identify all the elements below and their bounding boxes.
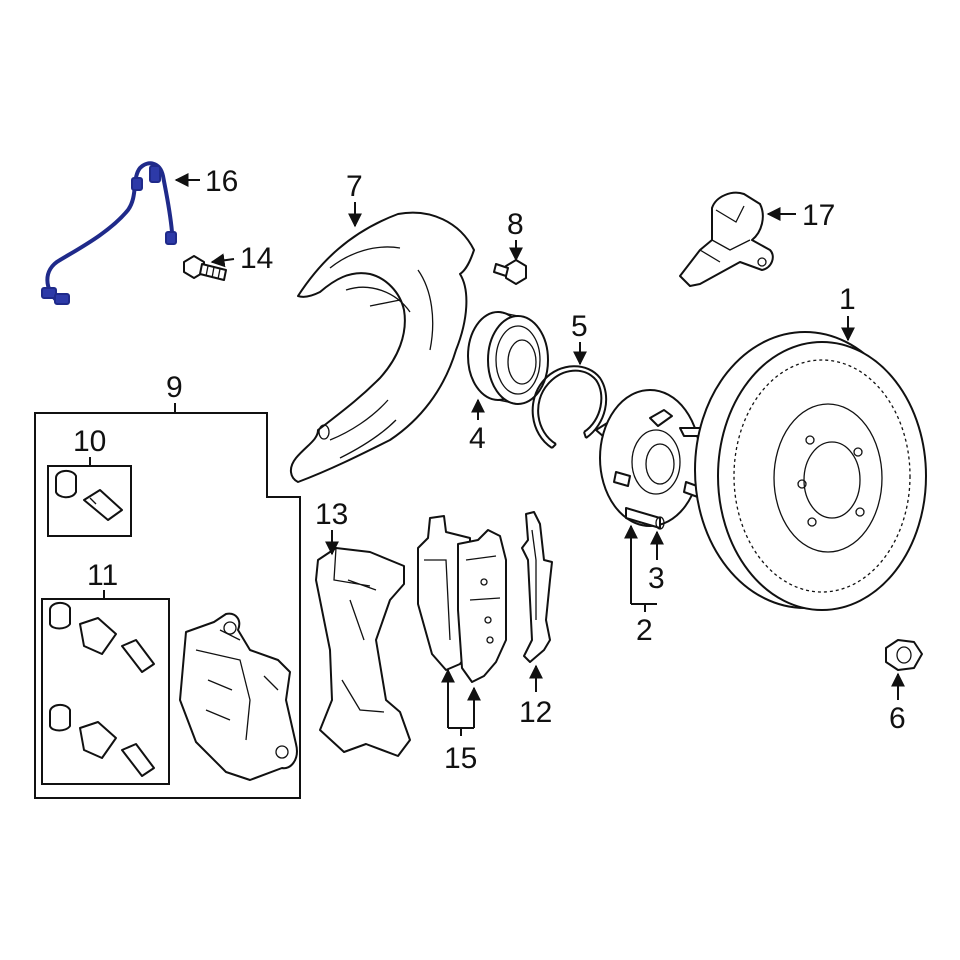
- callout-12-label: 12: [519, 696, 552, 729]
- callout-4-label: 4: [469, 422, 486, 455]
- guide-pin-kit-part-10[interactable]: [47, 465, 132, 537]
- callout-4: 4: [469, 398, 486, 455]
- callout-17: 17: [766, 199, 835, 232]
- callout-14: 14: [210, 242, 273, 275]
- nut-part-6[interactable]: [885, 639, 923, 671]
- brake-pads-part-15[interactable]: [417, 515, 507, 683]
- callout-11: 11: [87, 559, 118, 599]
- callout-15: 15: [441, 668, 481, 775]
- callout-8-label: 8: [507, 208, 524, 241]
- guide-pin-kit-part-11[interactable]: [41, 598, 170, 785]
- callout-8: 8: [507, 208, 524, 262]
- callout-16: 16: [174, 165, 238, 198]
- callout-3: 3: [648, 530, 665, 595]
- callout-6: 6: [889, 672, 906, 735]
- anti-rattle-clip-part-12[interactable]: [521, 511, 553, 663]
- callout-9-label: 9: [166, 371, 183, 404]
- callout-1-label: 1: [839, 283, 856, 316]
- brake-hose-part-16[interactable]: [41, 161, 177, 305]
- abs-sensor-part-17[interactable]: [679, 191, 774, 287]
- caliper-bracket-part-13[interactable]: [315, 547, 411, 757]
- callout-15-label: 15: [444, 742, 477, 775]
- callout-17-label: 17: [802, 199, 835, 232]
- callout-2: 2: [624, 524, 657, 647]
- callout-13: 13: [315, 498, 348, 556]
- callout-11-label: 11: [87, 559, 118, 592]
- callout-12: 12: [519, 664, 552, 729]
- callout-7: 7: [346, 170, 363, 228]
- splash-shield-part-7[interactable]: [290, 211, 475, 483]
- bolt-part-14[interactable]: [183, 255, 227, 281]
- callout-7-label: 7: [346, 170, 363, 203]
- brake-rotor-part-1[interactable]: [694, 331, 927, 611]
- callout-5-label: 5: [571, 310, 588, 343]
- wheel-bearing-part-4[interactable]: [467, 311, 549, 405]
- callout-3-label: 3: [648, 562, 665, 595]
- caliper-body[interactable]: [179, 612, 298, 781]
- callout-6-label: 6: [889, 702, 906, 735]
- caliper-kit-box-part-9: [34, 412, 301, 799]
- callout-10-label: 10: [73, 425, 106, 458]
- hub-part-2[interactable]: [595, 389, 701, 527]
- callout-5: 5: [571, 310, 588, 366]
- callout-13-label: 13: [315, 498, 348, 531]
- callout-14-label: 14: [240, 242, 273, 275]
- callout-1: 1: [839, 283, 856, 342]
- callout-2-label: 2: [636, 614, 653, 647]
- callout-10: 10: [73, 425, 106, 466]
- callout-16-label: 16: [205, 165, 238, 198]
- callout-9: 9: [166, 371, 183, 413]
- snap-ring-part-5[interactable]: [531, 365, 608, 449]
- bolt-part-8[interactable]: [493, 259, 527, 285]
